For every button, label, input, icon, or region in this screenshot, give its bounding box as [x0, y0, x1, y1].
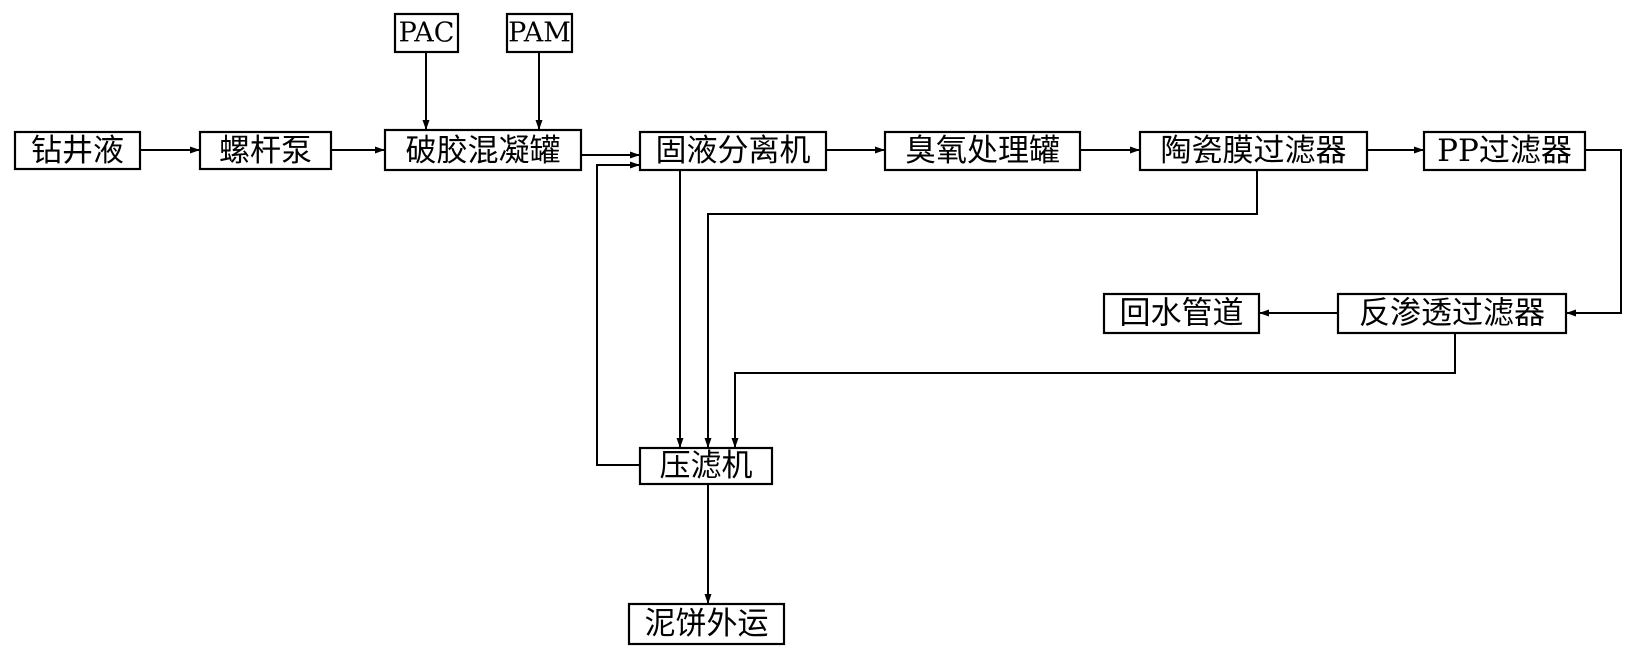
node-return-water-pipeline-label: 回水管道 [1120, 296, 1244, 332]
node-filter-press: 压滤机 [638, 446, 774, 486]
node-reverse-osmosis-filter: 反渗透过滤器 [1336, 292, 1568, 335]
node-pam-label: PAM [508, 18, 571, 49]
node-solid-liquid-separator: 固液分离机 [638, 130, 828, 172]
edge-ceramic-filter-to-filter-press [704, 170, 1258, 448]
node-ceramic-membrane-filter-label: 陶瓷膜过滤器 [1161, 133, 1347, 169]
edge-pp-filter-to-reverse-osmosis [1566, 149, 1622, 317]
node-pp-filter: PP过滤器 [1422, 130, 1587, 172]
nodes: 钻井液 螺杆泵 PAC PAM 破胶混凝罐 固液分离机 臭氧处理罐 陶瓷膜过滤 [13, 12, 1587, 646]
node-ceramic-membrane-filter: 陶瓷膜过滤器 [1138, 130, 1369, 172]
node-solid-liquid-separator-label: 固液分离机 [656, 133, 811, 169]
node-pac-label: PAC [399, 18, 455, 49]
node-ozone-tank: 臭氧处理罐 [883, 130, 1082, 172]
node-pac: PAC [393, 12, 460, 54]
edge-reverse-osmosis-to-filter-press [731, 333, 1456, 448]
node-ozone-tank-label: 臭氧处理罐 [905, 133, 1060, 169]
node-drilling-fluid-label: 钻井液 [31, 133, 124, 169]
node-pp-filter-label: PP过滤器 [1437, 133, 1572, 169]
node-filter-press-label: 压滤机 [660, 448, 753, 484]
node-return-water-pipeline: 回水管道 [1102, 292, 1261, 335]
node-reverse-osmosis-filter-label: 反渗透过滤器 [1359, 296, 1545, 332]
node-mud-cake-transport: 泥饼外运 [627, 602, 786, 646]
node-coagulation-tank-label: 破胶混凝罐 [406, 133, 561, 169]
node-coagulation-tank: 破胶混凝罐 [383, 128, 583, 172]
edge-filter-press-return-to-separator [596, 161, 640, 466]
node-drilling-fluid: 钻井液 [13, 130, 142, 171]
node-mud-cake-transport-label: 泥饼外运 [645, 606, 769, 642]
node-pam: PAM [505, 12, 574, 54]
edges [140, 52, 1622, 604]
node-screw-pump: 螺杆泵 [198, 130, 333, 171]
node-screw-pump-label: 螺杆泵 [219, 133, 312, 169]
